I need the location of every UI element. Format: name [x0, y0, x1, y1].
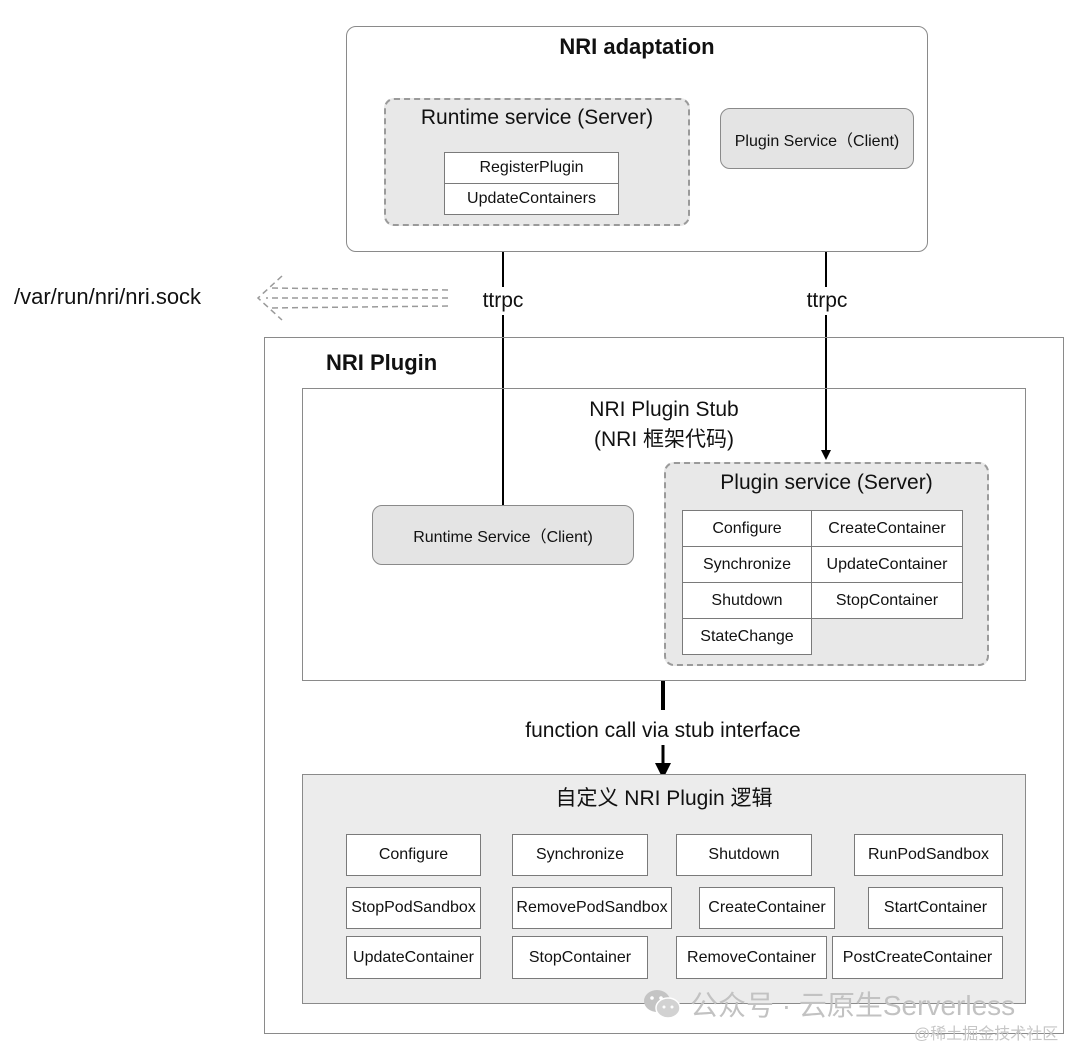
logic-stop-container: StopContainer — [512, 936, 648, 979]
watermark-sub: @稀土掘金技术社区 — [914, 1026, 1059, 1043]
logic-start-container: StartContainer — [868, 887, 1003, 929]
nri-plugin-stub-subtitle: (NRI 框架代码) — [594, 428, 734, 451]
plugin-server-right-methods: CreateContainer UpdateContainer StopCont… — [811, 510, 963, 619]
function-call-label: function call via stub interface — [525, 719, 801, 742]
logic-shutdown: Shutdown — [676, 834, 812, 876]
plugin-service-client-label: Plugin Service（Client) — [734, 132, 900, 150]
logic-run-pod-sandbox: RunPodSandbox — [854, 834, 1003, 876]
socket-dashed-arrow — [256, 275, 449, 321]
custom-plugin-logic-title: 自定义 NRI Plugin 逻辑 — [555, 787, 773, 810]
watermark: 公众号 · 云原生Serverless — [642, 984, 1015, 1024]
logic-update-container: UpdateContainer — [346, 936, 481, 979]
runtime-service-server-title: Runtime service (Server) — [420, 106, 654, 129]
method-create-container: CreateContainer — [811, 510, 963, 547]
method-shutdown: Shutdown — [682, 583, 812, 619]
watermark-text: 公众号 · 云原生Serverless — [690, 990, 1016, 1021]
runtime-service-client-label: Runtime Service（Client) — [413, 529, 593, 546]
plugin-service-client-box: Plugin Service（Client) — [720, 108, 914, 169]
ttrpc-left-label: ttrpc — [462, 287, 544, 315]
logic-remove-pod-sandbox: RemovePodSandbox — [512, 887, 672, 929]
method-synchronize: Synchronize — [682, 547, 812, 583]
method-configure: Configure — [682, 510, 812, 547]
method-state-change: StateChange — [682, 619, 812, 655]
method-update-container: UpdateContainer — [811, 547, 963, 583]
logic-post-create-container: PostCreateContainer — [832, 936, 1003, 979]
plugin-server-left-methods: Configure Synchronize Shutdown StateChan… — [682, 510, 812, 655]
nri-adaptation-title: NRI adaptation — [559, 34, 715, 59]
runtime-server-method-list: RegisterPlugin UpdateContainers — [444, 152, 619, 215]
logic-remove-container: RemoveContainer — [676, 936, 827, 979]
wechat-icon — [644, 990, 681, 1019]
nri-plugin-box — [264, 337, 1064, 1034]
socket-path-label: /var/run/nri/nri.sock — [14, 284, 202, 309]
ttrpc-right-label: ttrpc — [786, 287, 868, 315]
method-stop-container: StopContainer — [811, 583, 963, 619]
logic-stop-pod-sandbox: StopPodSandbox — [346, 887, 481, 929]
logic-configure: Configure — [346, 834, 481, 876]
nri-plugin-stub-box — [302, 388, 1026, 681]
method-update-containers: UpdateContainers — [444, 184, 619, 215]
plugin-service-server-title: Plugin service (Server) — [720, 471, 933, 494]
method-register-plugin: RegisterPlugin — [444, 152, 619, 184]
logic-synchronize: Synchronize — [512, 834, 648, 876]
logic-create-container: CreateContainer — [699, 887, 835, 929]
nri-plugin-title: NRI Plugin — [326, 350, 438, 375]
runtime-service-client-box: Runtime Service（Client) — [372, 505, 634, 565]
nri-plugin-stub-title: NRI Plugin Stub — [589, 398, 739, 421]
